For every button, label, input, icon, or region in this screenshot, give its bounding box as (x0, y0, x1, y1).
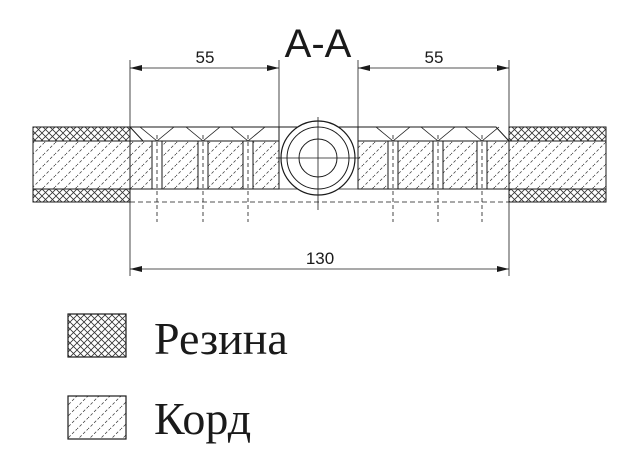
dimension-right-label: 55 (425, 48, 444, 67)
legend-swatch-rubber (67, 313, 127, 358)
left-belt-end (32, 126, 131, 203)
legend-label-cord: Корд (154, 393, 251, 444)
rivets (151, 135, 488, 222)
dimension-right: 55 (357, 48, 510, 127)
legend-item-cord: Корд (67, 393, 251, 444)
hinge-joint (128, 117, 511, 210)
rivet (197, 135, 209, 222)
rivet (432, 135, 444, 222)
dimension-total: 130 (129, 202, 510, 276)
legend-label-rubber: Резина (154, 313, 288, 364)
right-belt-end (508, 126, 607, 203)
legend-swatch-cord (67, 395, 127, 440)
dimension-total-label: 130 (306, 249, 334, 268)
rivet (242, 135, 254, 222)
dimension-left-label: 55 (196, 48, 215, 67)
dimension-left: 55 (129, 48, 280, 127)
rivet (387, 135, 399, 222)
rivet (151, 135, 163, 222)
rivet (476, 135, 488, 222)
section-title: А-А (285, 22, 352, 66)
legend: Резина Корд (67, 313, 288, 444)
legend-item-rubber: Резина (67, 313, 288, 364)
